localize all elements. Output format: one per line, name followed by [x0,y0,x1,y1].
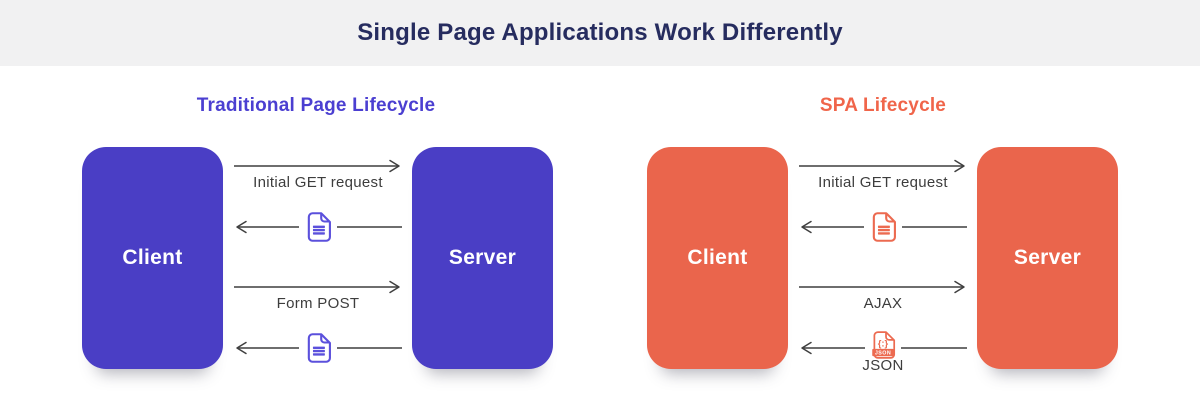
spa-flow-1-arrow [798,159,968,173]
traditional-flow-1-arrow [233,159,403,173]
traditional-server-label: Server [448,246,517,269]
traditional-server-box: Server [412,147,553,369]
json-braces-glyph: {:} [878,338,889,349]
spa-client-box: Client [647,147,788,369]
traditional-client-box: Client [82,147,223,369]
spa-server-box: Server [977,147,1118,369]
json-document-icon: {:} JSON [865,329,901,361]
spa-flow-1-label: Initial GET request [818,174,948,191]
spa-flow-2-arrow [798,210,968,244]
arrow-right-icon [799,159,965,173]
spa-flow-4-label: JSON [862,357,904,374]
arrow-right-icon [234,159,400,173]
spa-lifecycle-panel: SPA Lifecycle Client Server Initial GET … [600,66,1200,400]
html-document-icon [864,210,902,244]
traditional-client-label: Client [122,246,183,269]
html-document-icon [299,331,337,365]
traditional-flow-2-arrow [233,210,403,244]
spa-flow-4-arrow: {:} JSON [798,329,968,361]
spa-flow-3-arrow [798,280,968,294]
page-title: Single Page Applications Work Differentl… [357,19,843,46]
spa-section-title: SPA Lifecycle [819,95,947,116]
traditional-flow-1-label: Initial GET request [253,174,383,191]
spa-flow-3-label: AJAX [863,295,903,312]
traditional-flow-3-label: Form POST [276,295,360,312]
traditional-section-title: Traditional Page Lifecycle [196,95,436,116]
traditional-flow-4-arrow [233,331,403,365]
traditional-lifecycle-panel: Traditional Page Lifecycle Client Server… [0,66,600,400]
traditional-flow-3-arrow [233,280,403,294]
header-band: Single Page Applications Work Differentl… [0,0,1200,66]
spa-server-label: Server [1013,246,1082,269]
html-document-icon [299,210,337,244]
arrow-right-icon [799,280,965,294]
json-badge-text: JSON [875,350,891,356]
arrow-right-icon [234,280,400,294]
spa-client-label: Client [687,246,748,269]
